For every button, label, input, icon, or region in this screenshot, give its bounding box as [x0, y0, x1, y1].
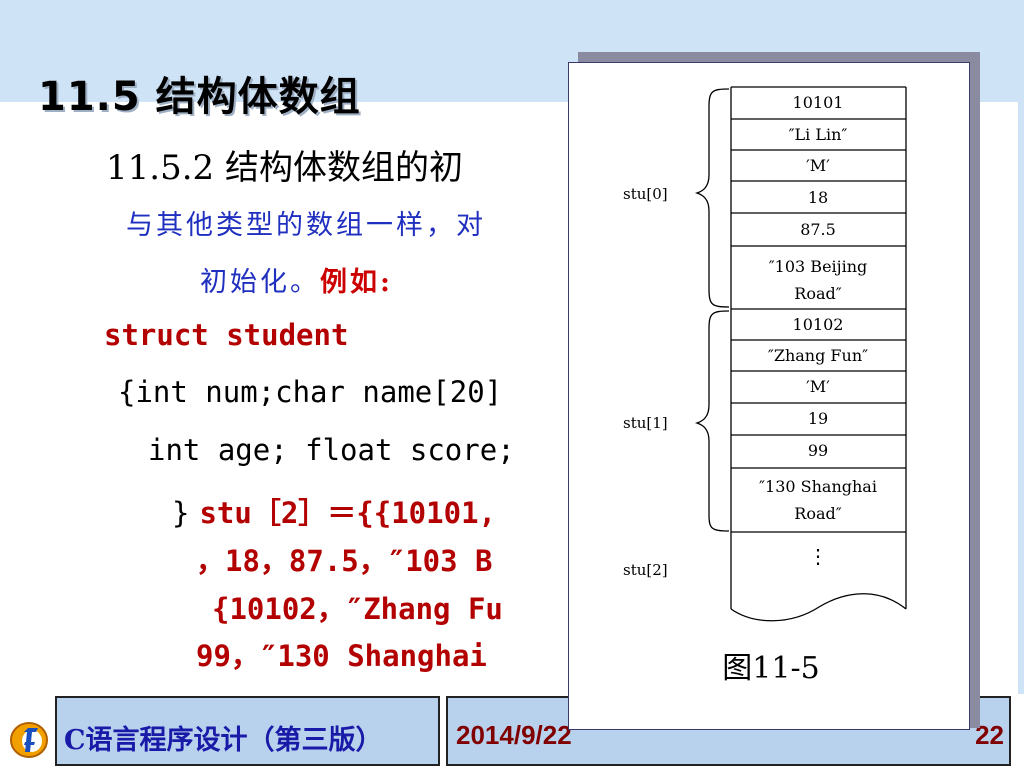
code-line-6: {10102，″Zhang Fu: [212, 592, 503, 626]
code-line-4: } stu［2］＝{{10101,: [172, 490, 496, 532]
cell-addr-1-b: Road″: [794, 504, 841, 523]
example-label: 例如:: [320, 267, 393, 298]
footer-course: C语言程序设计（第三版）: [64, 725, 383, 756]
slide-subtitle: 11.5.2 结构体数组的初: [106, 148, 463, 188]
cell-score-0: 87.5: [800, 220, 836, 239]
code-line-1: struct student: [104, 318, 349, 352]
body-line-1: 与其他类型的数组一样，对: [126, 210, 486, 241]
label-stu-0: stu[0]: [623, 185, 668, 203]
cell-addr-0-a: ″103 Beijing: [769, 257, 868, 276]
code-line-3: int age; float score;: [148, 433, 515, 467]
footer-date: 2014/9/22: [456, 720, 572, 750]
side-band: [1018, 102, 1024, 694]
cell-addr-0-b: Road″: [794, 284, 841, 303]
cell-sex-1: ′M′: [806, 377, 830, 396]
cell-score-1: 99: [808, 441, 828, 460]
label-stu-1: stu[1]: [623, 414, 668, 432]
cell-ellipsis: ⋮: [808, 544, 828, 568]
code-line-5: ，18，87.5，″103 B: [196, 544, 493, 578]
body-line-2-text: 初始化。: [200, 267, 320, 298]
cell-sex-0: ′M′: [806, 156, 830, 175]
code-line-2: {int num;char name[20]: [118, 375, 503, 409]
cell-name-1: ″Zhang Fun″: [768, 346, 868, 365]
cell-name-0: ″Li Lin″: [789, 125, 848, 144]
code-brace: }: [172, 496, 190, 530]
cell-num-1: 10102: [793, 315, 844, 334]
code-line-7: 99，″130 Shanghai: [196, 639, 487, 673]
slide-title: 11.5 结构体数组: [38, 74, 361, 120]
cell-num-0: 10101: [793, 93, 844, 112]
code-stu-init: stu［2］＝{{10101,: [199, 496, 496, 530]
cell-addr-1-a: ″130 Shanghai: [759, 477, 877, 496]
struct-array-diagram: 10101 ″Li Lin″ ′M′ 18 87.5 ″103 Beijing …: [623, 86, 907, 686]
cell-age-1: 19: [808, 409, 828, 428]
cell-age-0: 18: [808, 188, 828, 207]
footer-course-box: [55, 696, 440, 766]
figure-caption: 图11-5: [722, 651, 819, 686]
label-stu-2: stu[2]: [623, 561, 668, 579]
body-line-2: 初始化。例如:: [200, 260, 393, 299]
course-logo-icon: [10, 722, 48, 758]
figure-panel: 10101 ″Li Lin″ ′M′ 18 87.5 ″103 Beijing …: [568, 62, 970, 730]
